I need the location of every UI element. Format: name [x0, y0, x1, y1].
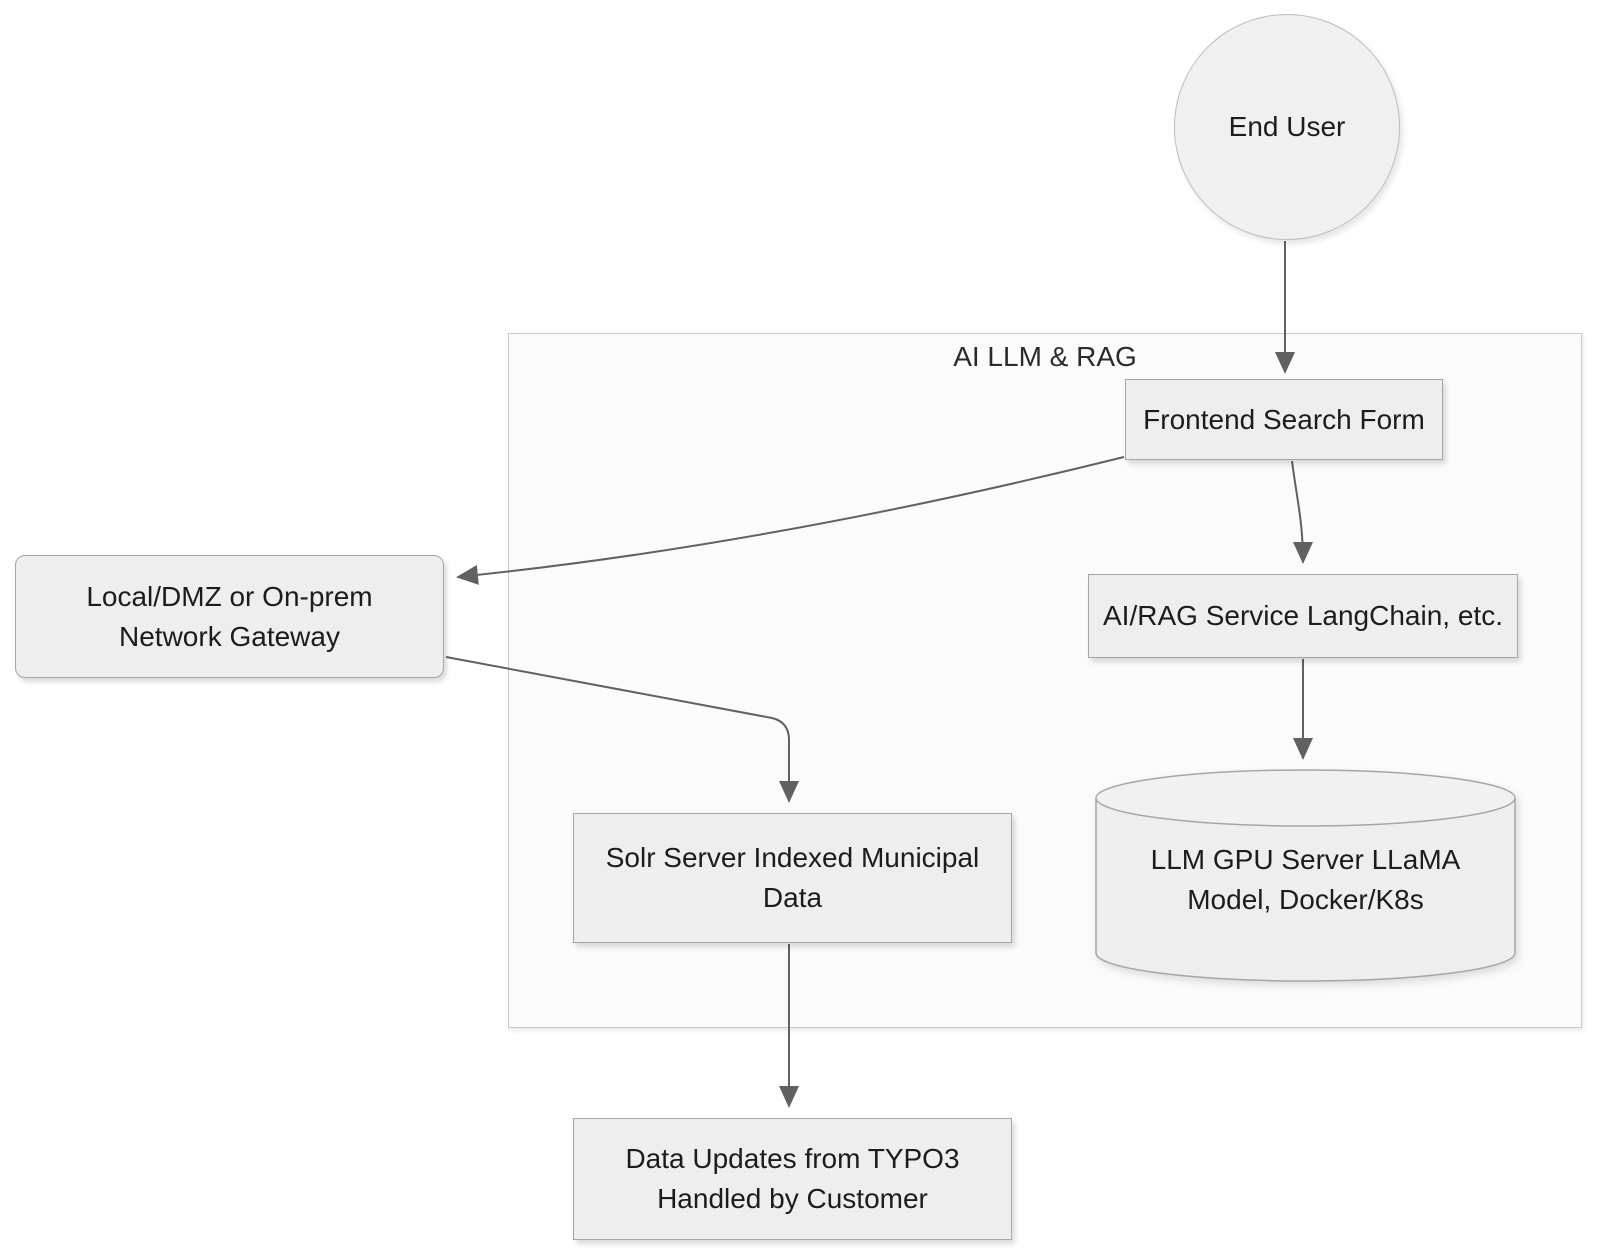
node-end-user: End User — [1174, 14, 1400, 240]
node-network-gateway-label: Local/DMZ or On-prem Network Gateway — [86, 580, 373, 652]
node-data-updates-typo3-label: Data Updates from TYPO3 Handled by Custo… — [625, 1143, 960, 1214]
node-end-user-label: End User — [1228, 111, 1346, 142]
node-llm-gpu-server-label: LLM GPU Server LLaMA Model, Docker/K8s — [1150, 843, 1461, 915]
node-network-gateway: Local/DMZ or On-prem Network Gateway — [15, 555, 444, 678]
node-data-updates-typo3: Data Updates from TYPO3 Handled by Custo… — [573, 1118, 1012, 1240]
node-frontend-search-form-label: Frontend Search Form — [1143, 403, 1425, 435]
node-solr-server-label: Solr Server Indexed Municipal Data — [605, 842, 980, 913]
cylinder-shape — [1095, 769, 1516, 982]
node-ai-rag-service: AI/RAG Service LangChain, etc. — [1088, 574, 1518, 658]
container-label: AI LLM & RAG — [953, 341, 1137, 372]
node-llm-gpu-server: LLM GPU Server LLaMA Model, Docker/K8s — [1095, 769, 1516, 982]
node-solr-server: Solr Server Indexed Municipal Data — [573, 813, 1012, 943]
node-frontend-search-form: Frontend Search Form — [1125, 379, 1443, 460]
node-ai-rag-service-label: AI/RAG Service LangChain, etc. — [1103, 600, 1503, 631]
